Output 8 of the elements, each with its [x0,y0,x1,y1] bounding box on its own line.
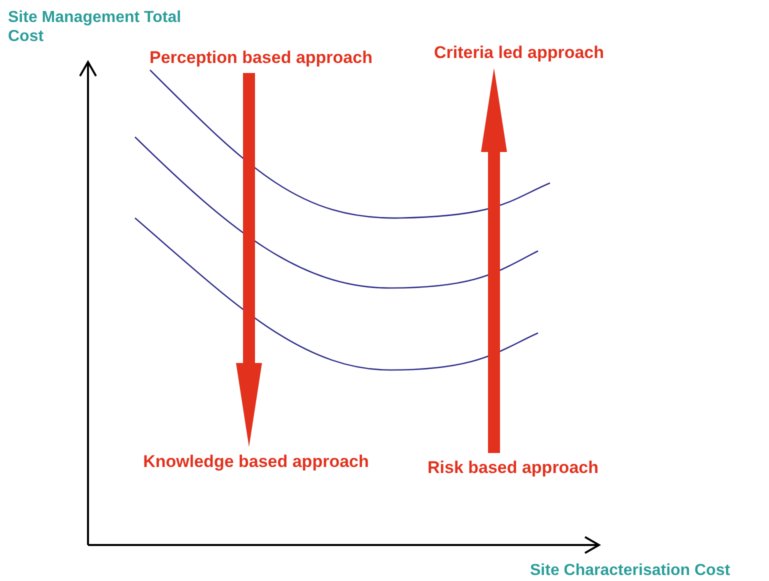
arrow [236,73,262,447]
approach-label: Knowledge based approach [130,451,382,473]
y-axis-title: Site Management Total Cost [8,8,182,46]
approach-label: Criteria led approach [423,42,615,64]
x-axis-title: Site Characterisation Cost [530,561,730,580]
approach-label: Risk based approach [416,457,610,479]
arrow [481,68,507,453]
approach-label: Perception based approach [136,47,386,69]
